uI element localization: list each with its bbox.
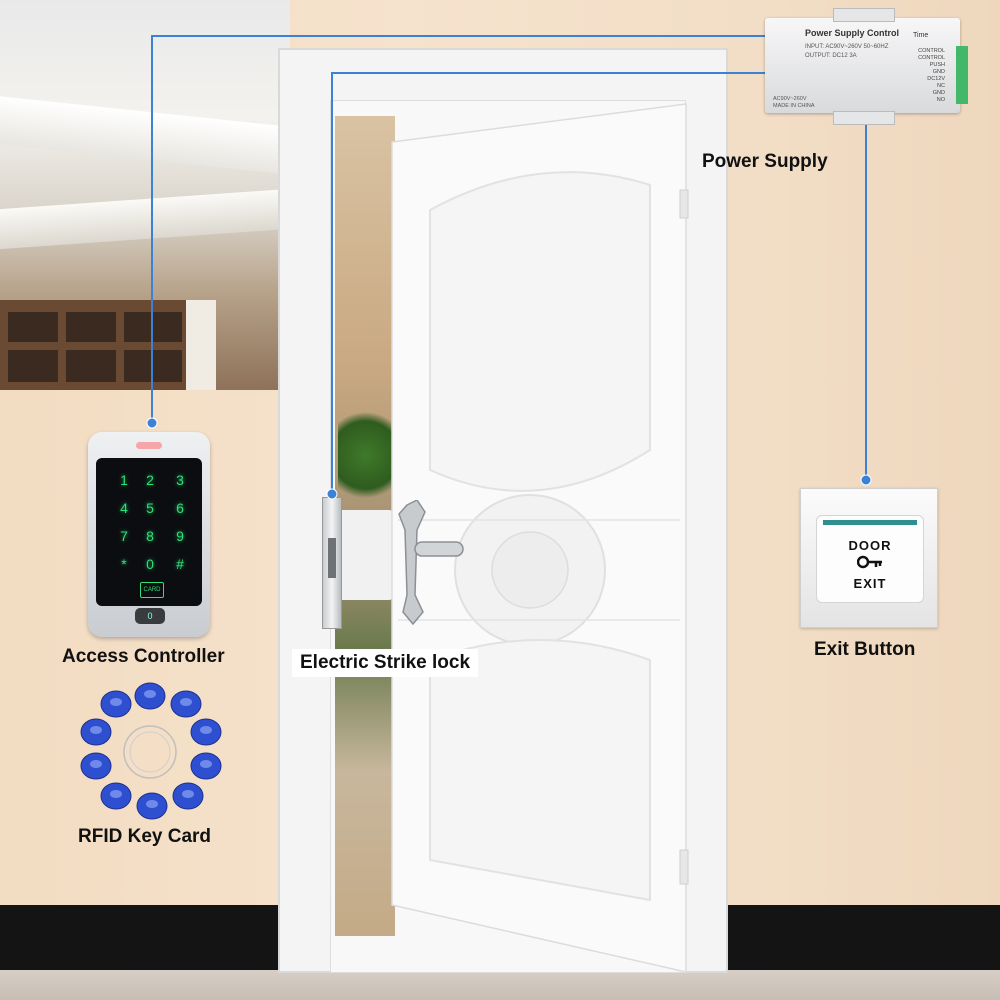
key-icon (857, 555, 882, 569)
power-supply-unit: Power Supply Control Time INPUT: AC90V~2… (765, 8, 968, 125)
wire-endpoint-strike (326, 488, 338, 500)
psu-pin: GND (932, 90, 945, 96)
fingerprint-icon: 0 (135, 608, 165, 624)
door-handle (398, 500, 464, 625)
label-rfid-key-card: RFID Key Card (78, 826, 212, 847)
exit-button-device: DOOR EXIT (800, 488, 938, 628)
psu-pin: CONTROL (918, 55, 945, 61)
pillar (186, 300, 216, 390)
psu-pin: DC12V (927, 76, 945, 82)
exit-button-indicator (823, 520, 917, 525)
label-access-controller: Access Controller (62, 646, 225, 667)
wire-endpoint-exit-button (860, 474, 872, 486)
label-exit-button: Exit Button (814, 639, 916, 660)
key-star: * (121, 556, 127, 572)
key-5: 5 (146, 500, 154, 516)
access-controller-keypad: 1 2 3 4 5 6 7 8 9 * 0 # CARD 0 (88, 432, 210, 637)
status-led (136, 442, 162, 449)
exit-button-face: DOOR EXIT (816, 515, 924, 603)
mounting-ear (833, 8, 895, 22)
psu-pin: PUSH (929, 62, 945, 68)
sofa (335, 510, 393, 600)
psu-spec: INPUT: AC90V~260V 50~60HZ OUTPUT: DC12 3… (805, 43, 888, 61)
psu-rating: AC90V~260V (773, 96, 807, 102)
key-2: 2 (146, 472, 154, 488)
card-icon: CARD (140, 582, 164, 598)
interior-room-photo (0, 0, 290, 390)
psu-pin: GND (932, 69, 945, 75)
key-9: 9 (176, 528, 184, 544)
psu-footer: AC90V~260V MADE IN CHINA (773, 96, 815, 110)
label-power-supply: Power Supply (702, 151, 828, 172)
psu-output-spec: OUTPUT: DC12 3A (805, 53, 857, 59)
psu-time-label: Time (913, 32, 929, 39)
mounting-ear (833, 111, 895, 125)
wire-keypad (151, 35, 768, 423)
label-electric-strike-lock: Electric Strike lock (292, 649, 479, 677)
wire-endpoint-keypad (146, 417, 158, 429)
exit-button-door-text: DOOR (848, 538, 892, 553)
floor (0, 970, 1000, 1000)
psu-pin-labels: CONTROL CONTROL PUSH GND DC12V NC GND NO (918, 48, 945, 104)
psu-pin: NC (937, 83, 945, 89)
psu-input-spec: INPUT: AC90V~260V 50~60HZ (805, 44, 889, 50)
psu-pin: CONTROL (918, 48, 945, 54)
key-4: 4 (120, 500, 128, 516)
key-7: 7 (120, 528, 128, 544)
key-1: 1 (120, 472, 128, 488)
key-3: 3 (176, 472, 184, 488)
rfid-key-fobs (80, 682, 222, 820)
terminal-block (956, 46, 968, 104)
key-8: 8 (146, 528, 154, 544)
key-0: 0 (146, 556, 154, 572)
strike-keeper (328, 538, 336, 578)
keypad-touch-panel: 1 2 3 4 5 6 7 8 9 * 0 # CARD (96, 458, 202, 606)
exit-button-exit-text: EXIT (853, 576, 887, 591)
key-ring (123, 725, 177, 779)
key-ring (129, 731, 171, 773)
wire-strike (331, 72, 768, 494)
psu-pin: NO (936, 97, 945, 103)
key-hash: # (176, 556, 184, 572)
plant (338, 400, 393, 510)
key-6: 6 (176, 500, 184, 516)
psu-title: Power Supply Control (805, 28, 900, 38)
bookshelf (0, 300, 190, 390)
psu-origin: MADE IN CHINA (773, 103, 815, 109)
